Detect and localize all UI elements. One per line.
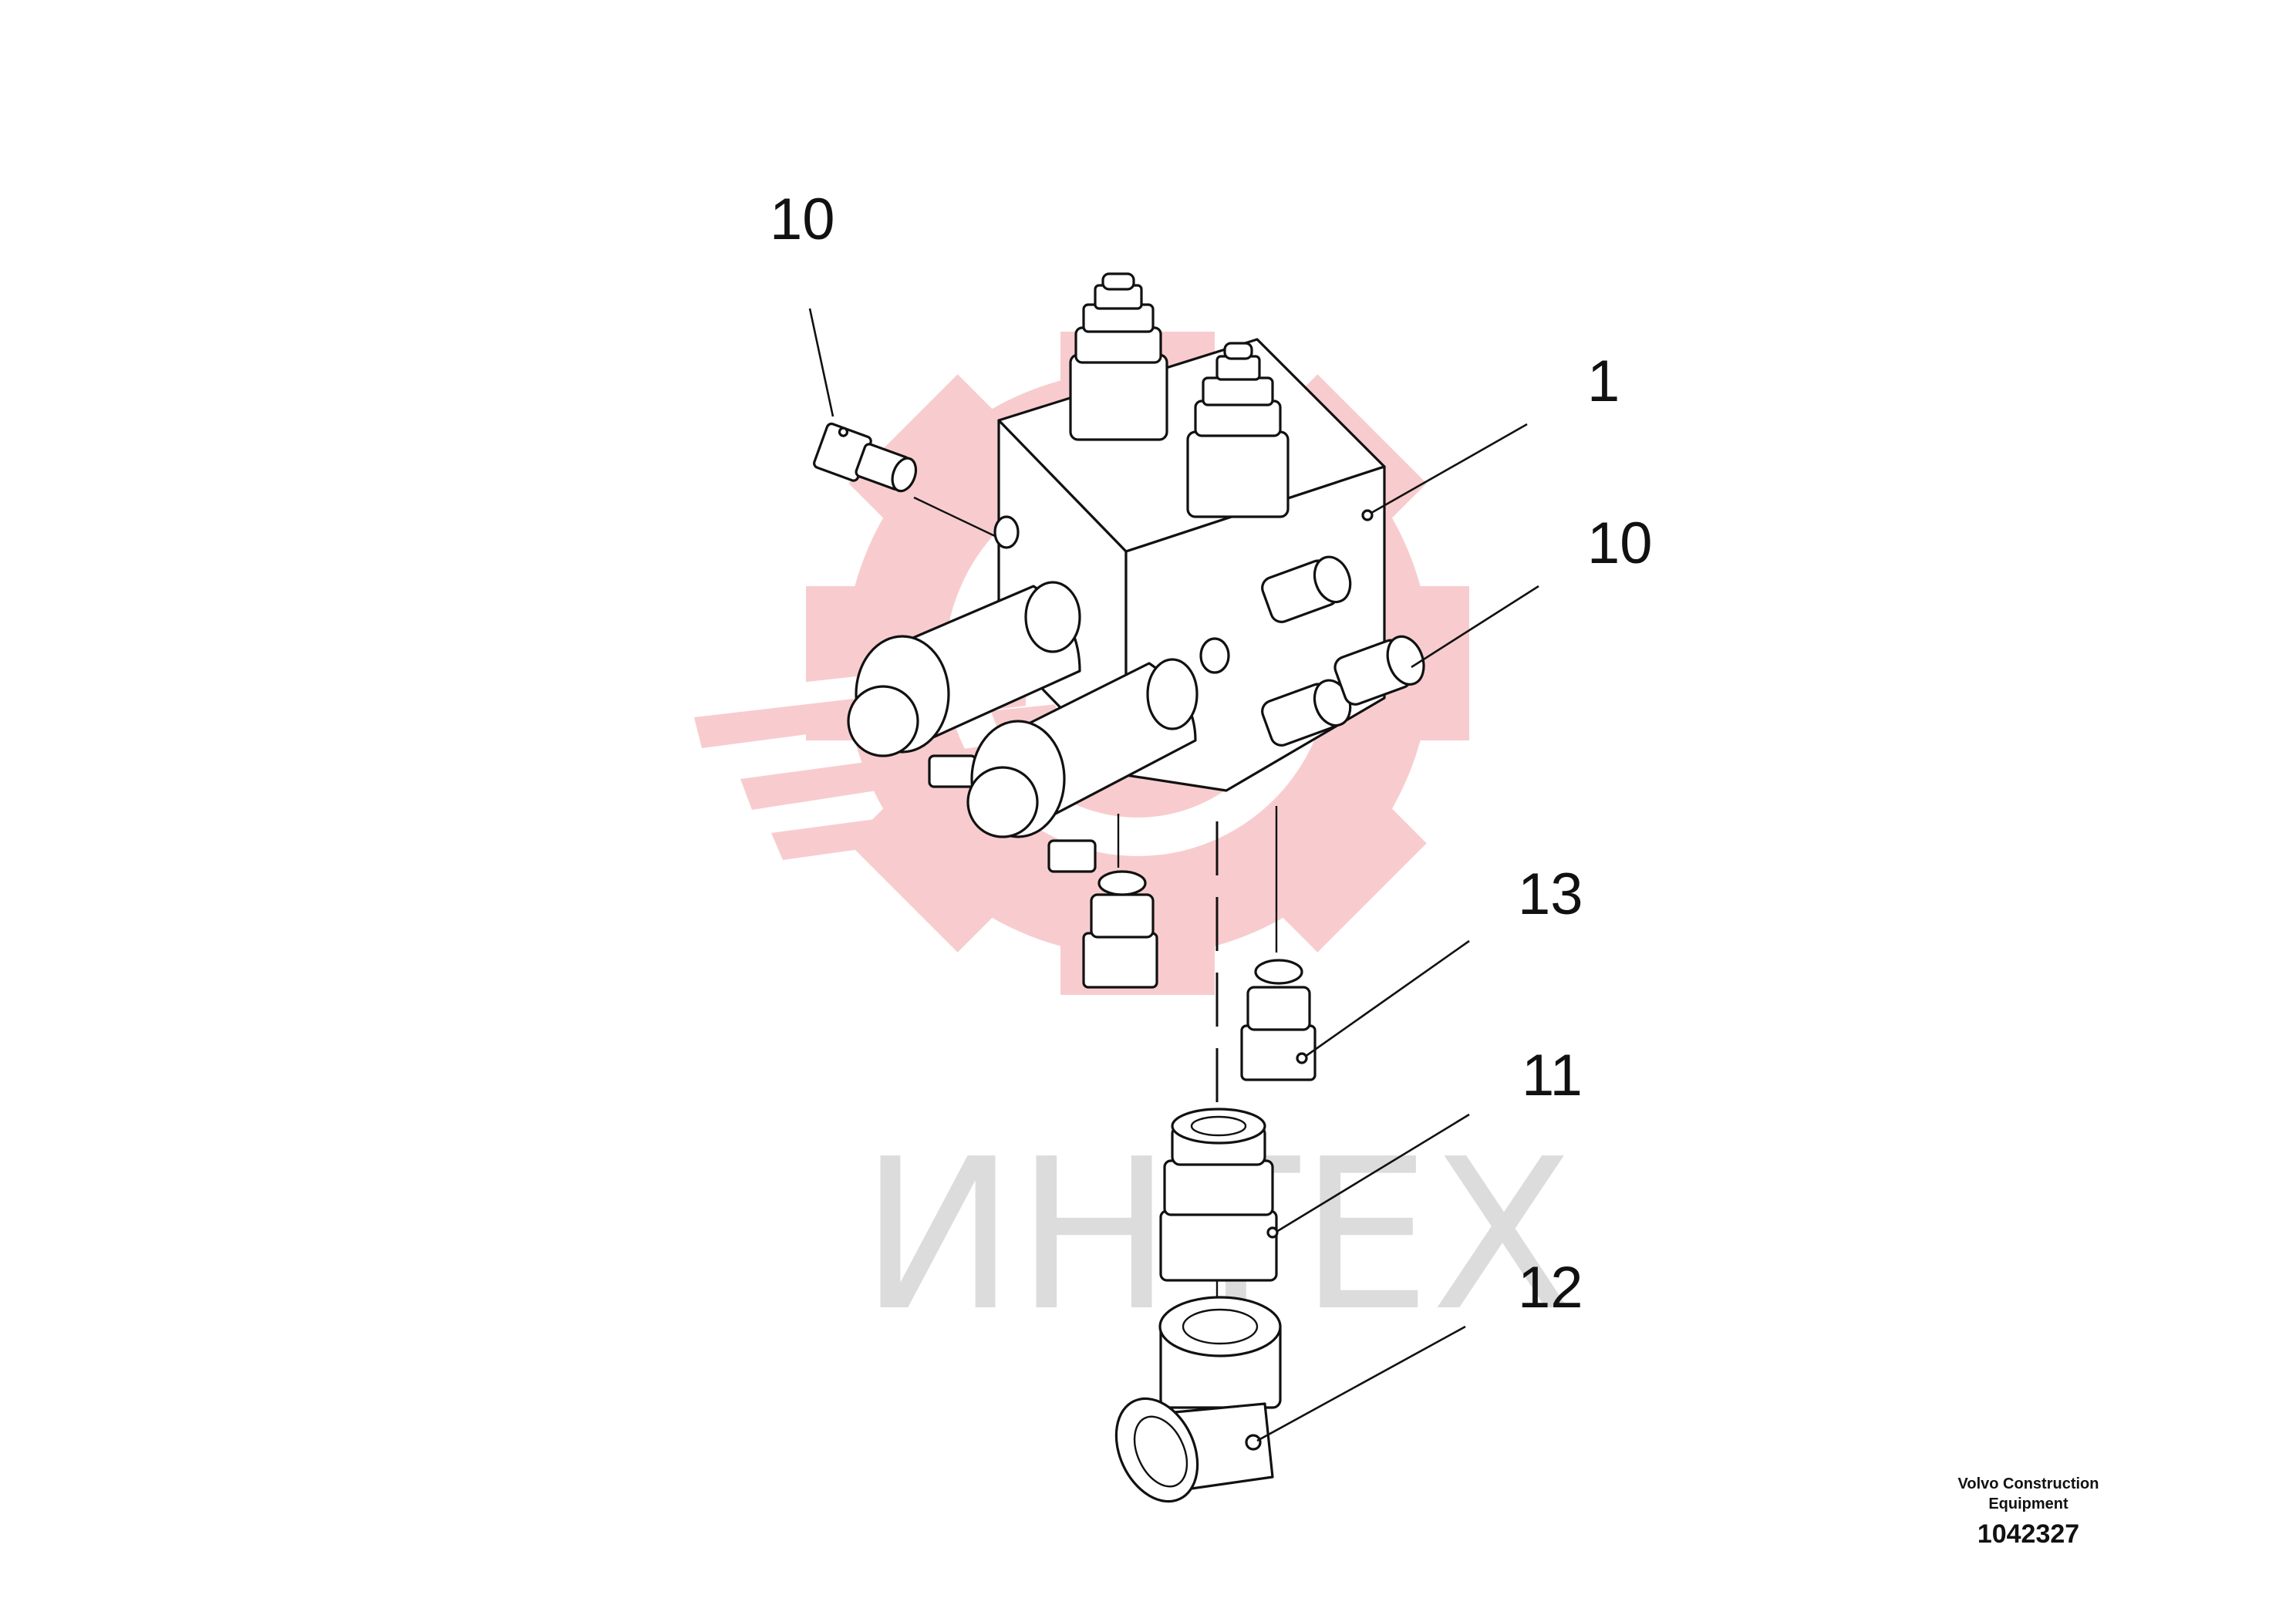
solenoid-valve-upper xyxy=(847,581,1081,788)
fitting-lower-left xyxy=(1082,870,1158,989)
callout-10-left: 10 xyxy=(770,187,835,252)
relief-valve-right xyxy=(1186,342,1290,518)
callout-11: 11 xyxy=(1522,1043,1583,1108)
leader-lines xyxy=(808,308,1539,1442)
drawing-number: 1042327 xyxy=(1977,1519,2079,1549)
callout-13: 13 xyxy=(1518,862,1583,927)
callout-12: 12 xyxy=(1518,1255,1583,1320)
callout-1: 1 xyxy=(1587,349,1620,414)
solenoid-valve-lower xyxy=(966,658,1199,873)
credit-line-2: Equipment xyxy=(1988,1496,2068,1512)
centre-lines xyxy=(913,496,1278,1327)
callouts: 10 1 10 13 11 12 xyxy=(770,187,1653,1320)
adapter-11 xyxy=(1159,1108,1279,1282)
side-plugs xyxy=(1261,555,1425,747)
elbow-12 xyxy=(1114,1296,1282,1503)
fitting-13 xyxy=(1240,959,1317,1081)
credit-block: Volvo Construction Equipment 1042327 xyxy=(1958,1475,2099,1549)
callout-10-right: 10 xyxy=(1587,511,1653,576)
relief-valve-left xyxy=(1069,272,1168,441)
credit-line-1: Volvo Construction xyxy=(1958,1475,2099,1492)
fitting-10-left xyxy=(813,422,918,493)
